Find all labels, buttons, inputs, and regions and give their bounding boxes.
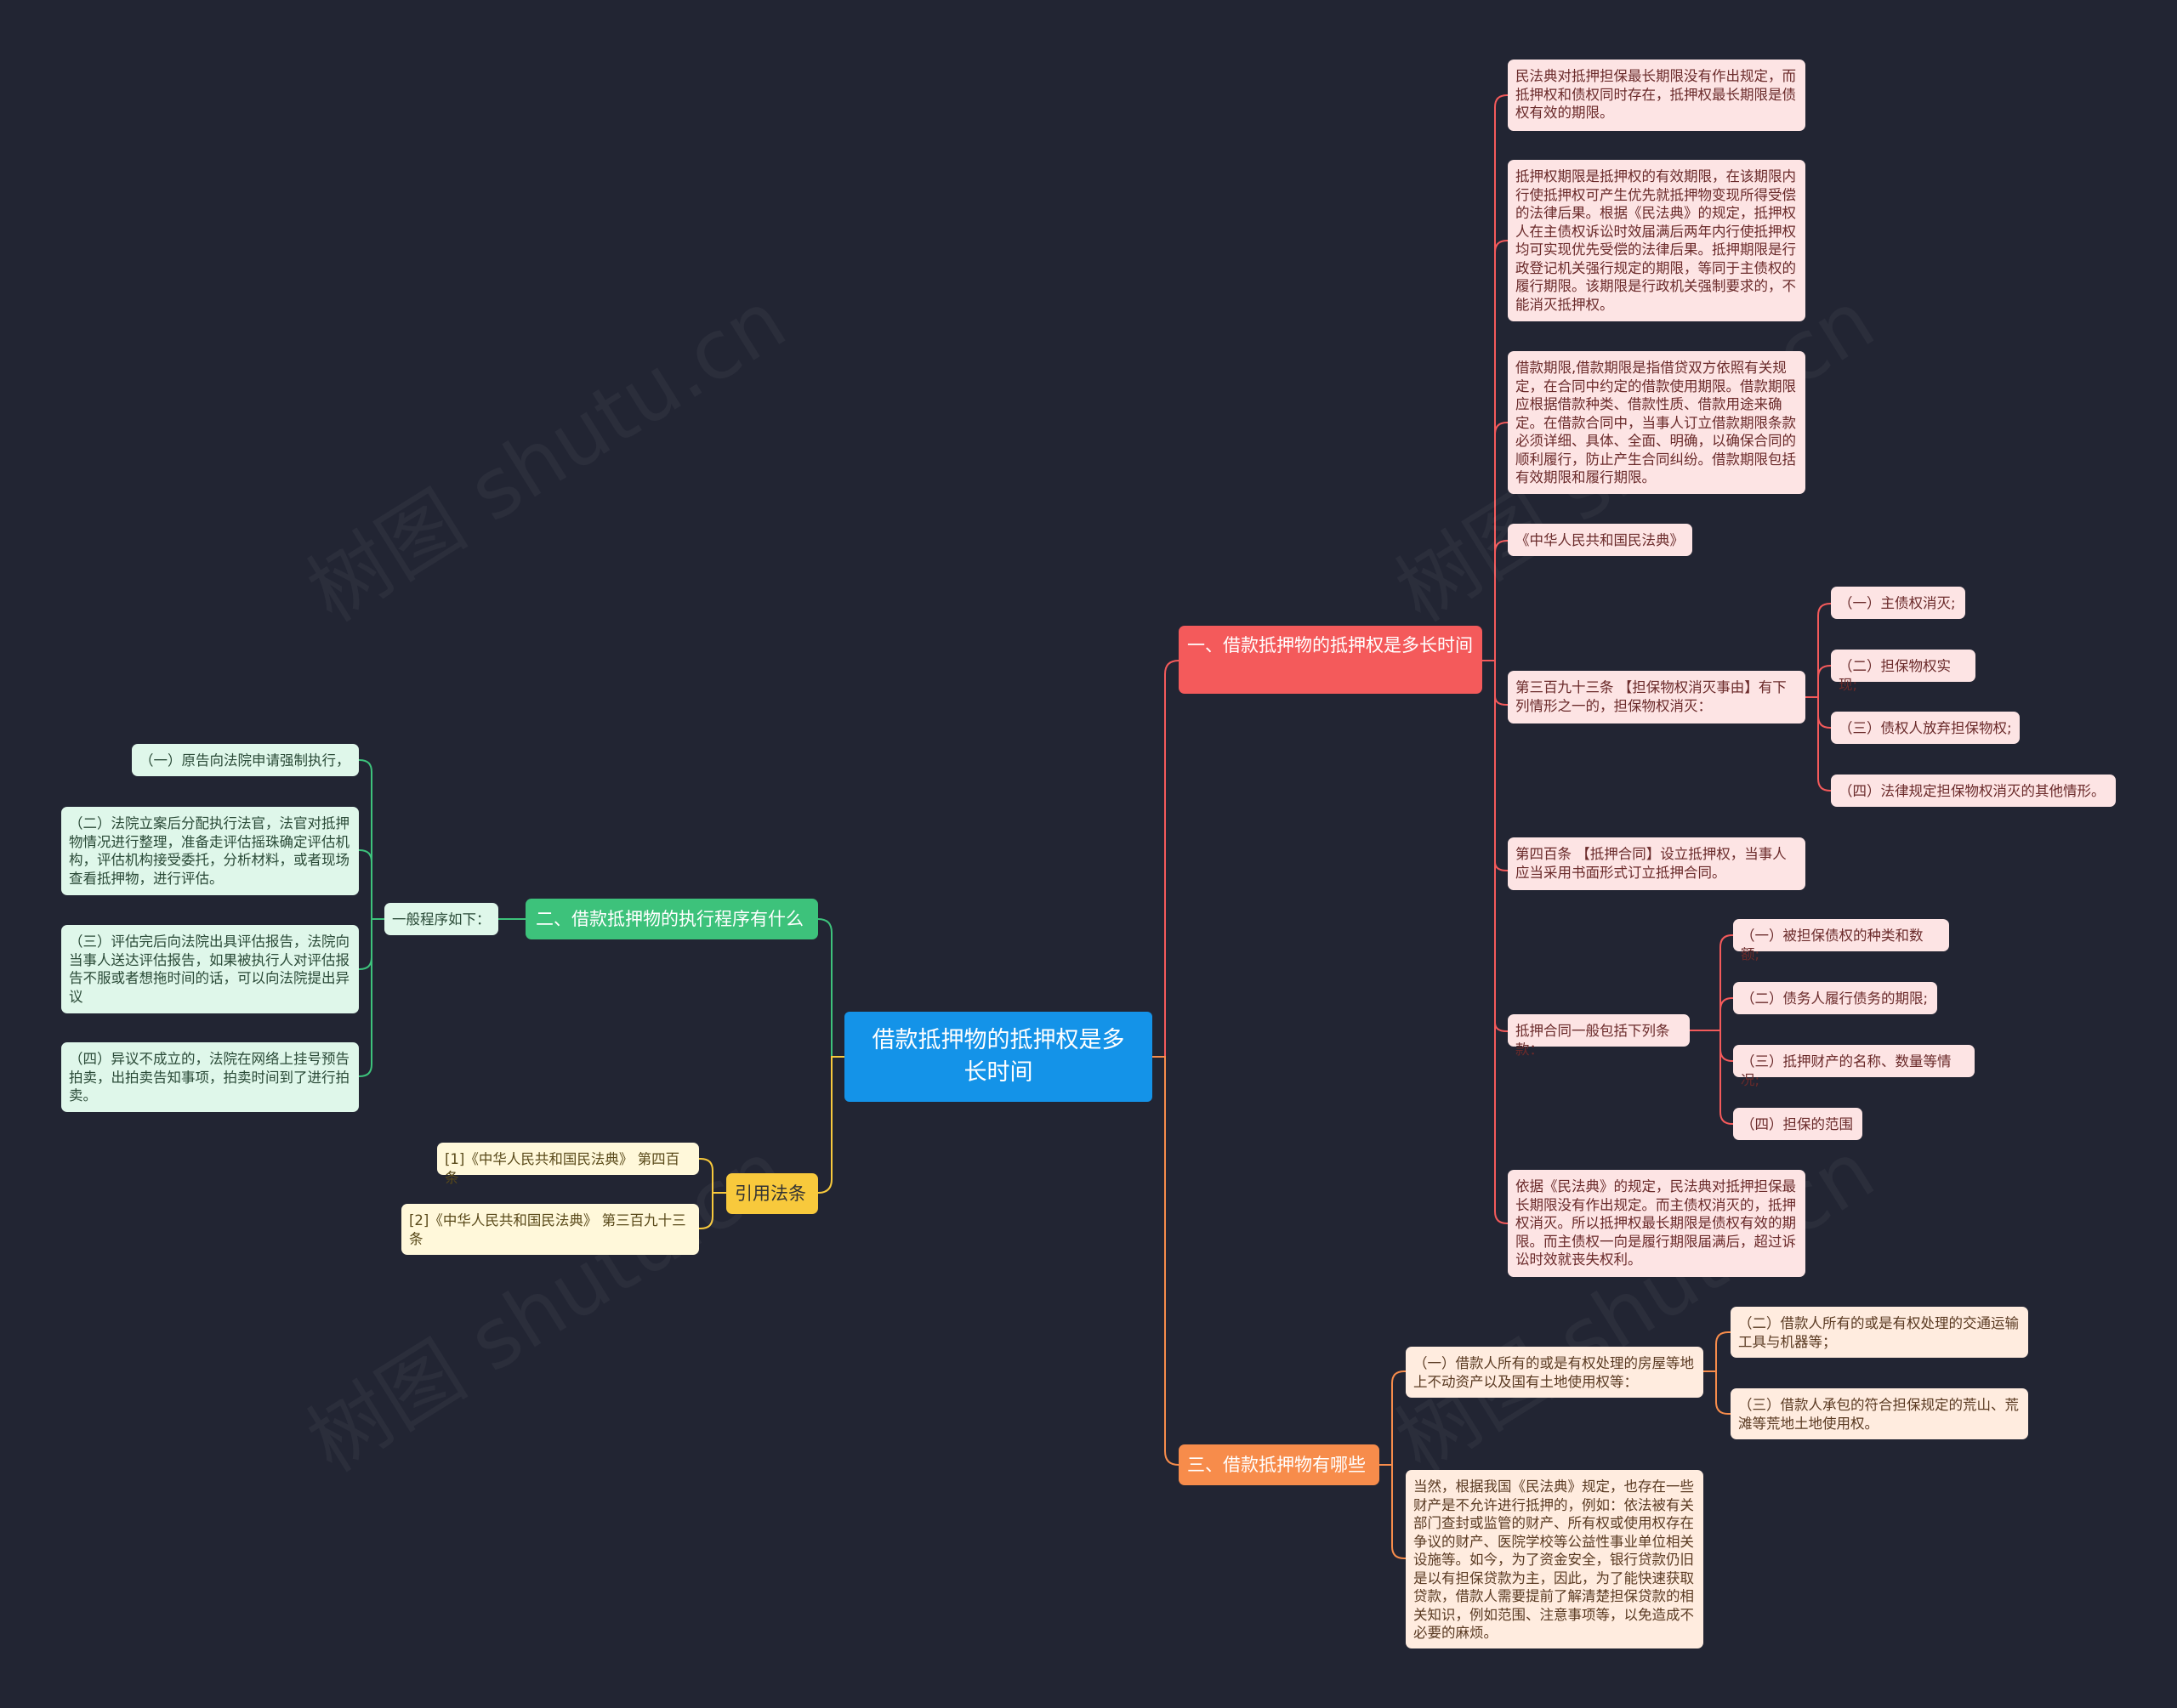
b4-child-2[interactable]: 当然，根据我国《民法典》规定，也存在一些财产是不允许进行抵押的，例如：依法被有关… [1406,1470,1703,1648]
b3-item-2[interactable]: [2]《中华人民共和国民法典》 第三百九十三条 [401,1204,699,1255]
branch-topic-4[interactable]: 三、借款抵押物有哪些 [1179,1444,1379,1485]
b1-child-7[interactable]: 抵押合同一般包括下列条款： [1508,1014,1690,1058]
b1-child-7-item-3[interactable]: （三）抵押财产的名称、数量等情况; [1733,1045,1975,1088]
branch-topic-3[interactable]: 引用法条 [726,1173,818,1214]
b1-child-3[interactable]: 借款期限,借款期限是指借贷双方依照有关规定，在合同中约定的借款使用期限。借款期限… [1508,351,1805,494]
b2-item-4[interactable]: （四）异议不成立的，法院在网络上挂号预告拍卖，出拍卖告知事项，拍卖时间到了进行拍… [61,1042,359,1112]
b1-child-5[interactable]: 第三百九十三条 【担保物权消灭事由】有下列情形之一的，担保物权消灭： [1508,671,1805,723]
b1-child-5-item-4[interactable]: （四）法律规定担保物权消灭的其他情形。 [1831,775,2116,807]
branch-topic-2[interactable]: 二、借款抵押物的执行程序有什么 [526,899,818,939]
root-topic[interactable]: 借款抵押物的抵押权是多长时间 [844,1012,1152,1102]
b1-child-2[interactable]: 抵押权期限是抵押权的有效期限，在该期限内行使抵押权可产生优先就抵押物变现所得受偿… [1508,160,1805,321]
b1-child-8[interactable]: 依据《民法典》的规定，民法典对抵押担保最长期限没有作出规定。而主债权消灭的，抵押… [1508,1170,1805,1277]
b2-sub-label[interactable]: 一般程序如下： [384,903,498,935]
b4-child-1-item-2[interactable]: （三）借款人承包的符合担保规定的荒山、荒滩等荒地土地使用权。 [1731,1388,2028,1439]
branch-topic-1[interactable]: 一、借款抵押物的抵押权是多长时间 [1179,626,1482,694]
b2-item-1[interactable]: （一）原告向法院申请强制执行， [132,744,359,776]
b1-child-5-item-2[interactable]: （二）担保物权实现; [1831,650,1975,693]
b2-item-2[interactable]: （二）法院立案后分配执行法官，法官对抵押物情况进行整理，准备走评估摇珠确定评估机… [61,807,359,895]
b1-child-7-item-1[interactable]: （一）被担保债权的种类和数额; [1733,919,1949,962]
b1-child-5-item-3[interactable]: （三）债权人放弃担保物权; [1831,712,2020,744]
b1-child-4[interactable]: 《中华人民共和国民法典》 [1508,524,1692,556]
b4-child-1[interactable]: （一）借款人所有的或是有权处理的房屋等地上不动资产以及国有土地使用权等： [1406,1347,1703,1398]
b1-child-7-item-2[interactable]: （二）债务人履行债务的期限; [1733,982,1937,1014]
b1-child-1[interactable]: 民法典对抵押担保最长期限没有作出规定，而抵押权和债权同时存在，抵押权最长期限是债… [1508,60,1805,131]
b4-child-1-item-1[interactable]: （二）借款人所有的或是有权处理的交通运输工具与机器等； [1731,1307,2028,1358]
b1-child-5-item-1[interactable]: （一）主债权消灭; [1831,587,1965,619]
b2-item-3[interactable]: （三）评估完后向法院出具评估报告，法院向当事人送达评估报告，如果被执行人对评估报… [61,925,359,1013]
b1-child-6[interactable]: 第四百条 【抵押合同】设立抵押权，当事人应当采用书面形式订立抵押合同。 [1508,837,1805,890]
b3-item-1[interactable]: [1]《中华人民共和国民法典》 第四百条 [437,1143,699,1186]
b1-child-7-item-4[interactable]: （四）担保的范围 [1733,1108,1862,1140]
